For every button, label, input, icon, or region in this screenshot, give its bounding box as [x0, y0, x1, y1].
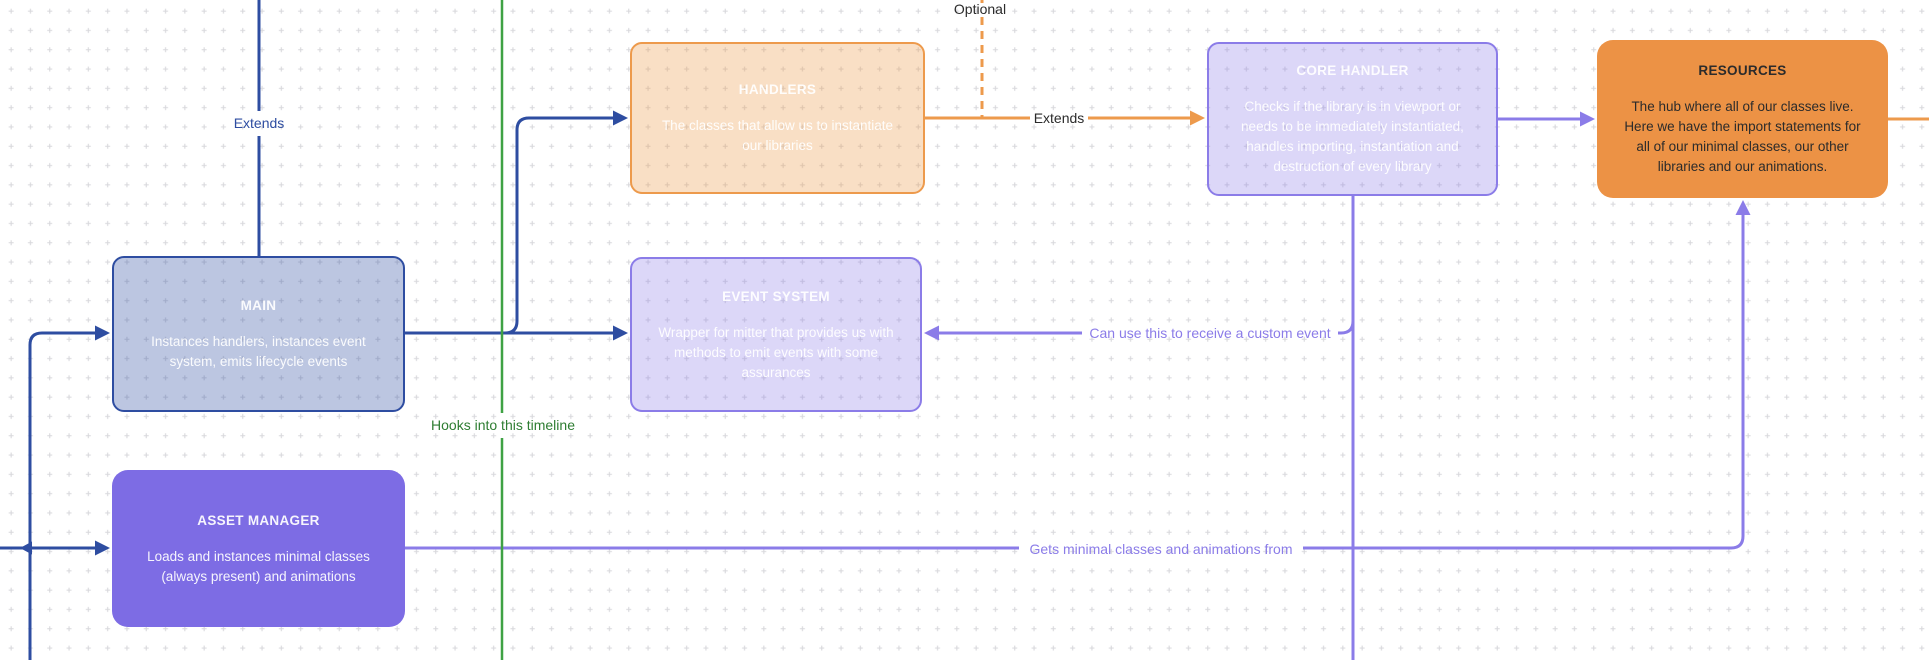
node-event-system[interactable]: EVENT SYSTEM Wrapper for mitter that pro…: [630, 257, 922, 412]
edge-label-optional[interactable]: Optional: [953, 1, 1007, 17]
node-resources-title: RESOURCES: [1698, 63, 1787, 78]
node-handlers-description: The classes that allow us to instantiate…: [661, 118, 894, 153]
node-asset-manager[interactable]: ASSET MANAGER Loads and instances minima…: [112, 470, 405, 627]
node-asset-manager-description: Loads and instances minimal classes (alw…: [147, 548, 370, 584]
node-main-description: Instances handlers, instances event syst…: [151, 334, 366, 369]
edge-core-handler-to-event-system-arrowhead: [924, 325, 939, 341]
edge-core-handler-to-resources-arrowhead: [1580, 111, 1595, 127]
edge-handlers-to-core-handler-arrowhead: [1190, 110, 1205, 126]
node-resources[interactable]: RESOURCES The hub where all of our class…: [1597, 40, 1888, 198]
node-core-handler-title: CORE HANDLER: [1296, 63, 1409, 78]
node-handlers[interactable]: HANDLERS The classes that allow us to in…: [630, 42, 925, 194]
node-event-system-description: Wrapper for mitter that provides us with…: [658, 324, 894, 380]
edge-label-extends-mid[interactable]: Extends: [1033, 110, 1085, 126]
node-main[interactable]: MAIN Instances handlers, instances event…: [112, 256, 405, 412]
edge-asset-manager-to-resources-line: [405, 215, 1745, 550]
edge-core-handler-to-event-system-line: [939, 320, 1355, 335]
edge-main-to-event-system-arrowhead: [613, 325, 628, 341]
edge-main-to-handlers-line: [504, 116, 613, 335]
edge-label-extends-top[interactable]: Extends: [233, 115, 285, 131]
node-resources-description: The hub where all of our classes live. H…: [1624, 99, 1861, 174]
edge-core-handler-to-resources[interactable]: [1498, 111, 1595, 127]
edge-junction-left-arrowhead: [20, 541, 32, 555]
edge-left-to-main-line: [28, 331, 95, 660]
edge-handlers-to-core-handler[interactable]: [925, 110, 1205, 126]
edge-label-can-use-custom-event[interactable]: Can use this to receive a custom event: [1089, 325, 1331, 341]
edge-asset-manager-to-resources-arrowhead: [1735, 200, 1751, 215]
edge-left-to-asset-manager-arrowhead: [95, 540, 110, 556]
node-main-title: MAIN: [240, 298, 277, 313]
edge-main-to-handlers-arrowhead: [613, 110, 628, 126]
edge-asset-manager-to-resources[interactable]: [405, 200, 1751, 550]
edge-core-handler-to-event-system[interactable]: [924, 320, 1355, 341]
node-event-system-title: EVENT SYSTEM: [722, 288, 830, 304]
node-core-handler-description: Checks if the library is in viewport or …: [1241, 99, 1464, 174]
node-core-handler[interactable]: CORE HANDLER Checks if the library is in…: [1207, 42, 1498, 196]
node-handlers-title: HANDLERS: [738, 82, 817, 97]
edge-left-to-main[interactable]: [28, 325, 110, 660]
edge-label-hooks-timeline[interactable]: Hooks into this timeline: [431, 417, 575, 433]
edge-left-to-asset-manager[interactable]: [0, 540, 110, 556]
edge-left-to-main-arrowhead: [95, 325, 110, 341]
edge-label-gets-minimal-classes[interactable]: Gets minimal classes and animations from: [1029, 541, 1293, 557]
edge-main-to-handlers[interactable]: [504, 110, 628, 335]
node-asset-manager-title: ASSET MANAGER: [197, 512, 320, 528]
